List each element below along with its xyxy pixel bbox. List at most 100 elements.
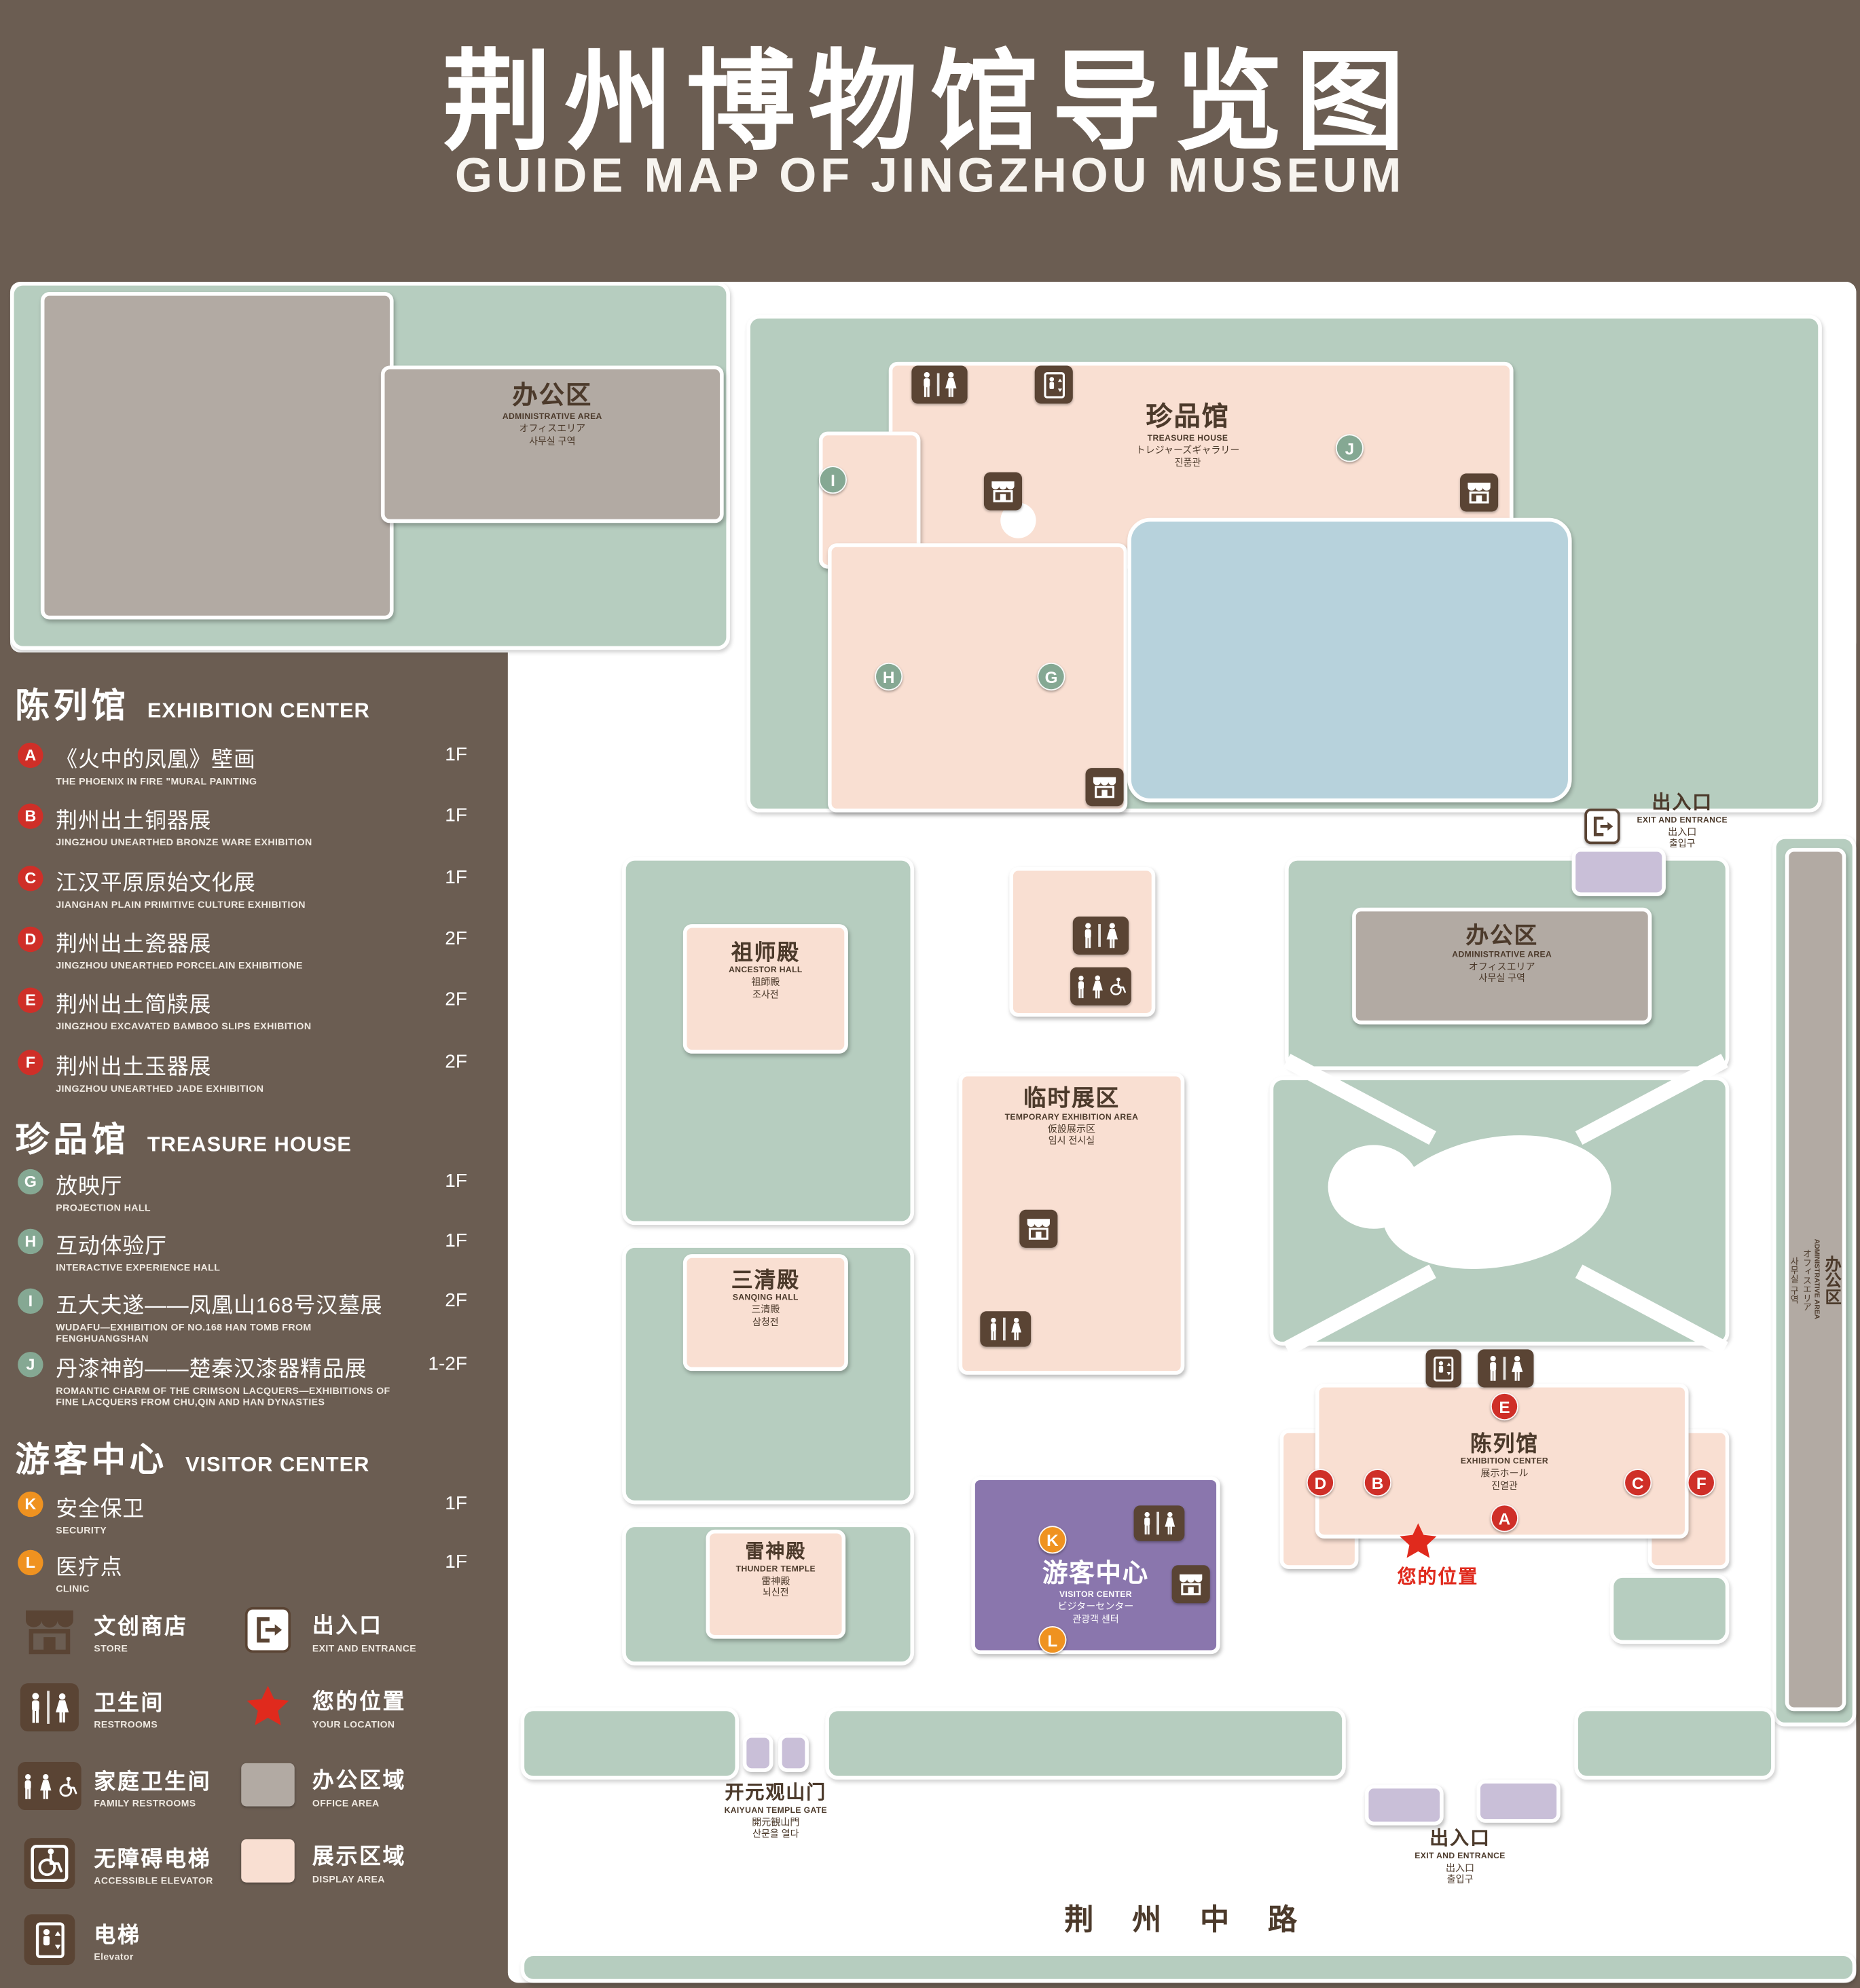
legend-item-k: K 安全保卫 SECURITY 1F — [18, 1490, 472, 1536]
store-icon — [18, 1607, 81, 1655]
display-area-swatch — [236, 1839, 299, 1883]
building-thunder-temple — [706, 1529, 846, 1639]
thunder-temple-label: 雷神殿 THUNDER TEMPLE 雷神殿 뇌신전 — [735, 1541, 816, 1599]
exit-east-label: 出入口 EXIT AND ENTRANCE 出入口 출입구 — [1637, 792, 1728, 850]
restrooms-icon — [18, 1683, 81, 1732]
restrooms-icon-central — [1072, 916, 1129, 955]
building-admin-east-strip — [1785, 847, 1846, 1712]
lawn-below-road — [520, 1952, 1857, 1983]
building-admin-northwest — [40, 292, 394, 620]
legend-item-d: D 荆州出土瓷器展 JINGZHOU UNEARTHED PORCELAIN E… — [18, 925, 472, 971]
pond — [1127, 517, 1572, 803]
legend-section-treasure-house: 珍品馆 TREASURE HOUSE — [15, 1120, 352, 1159]
page-subtitle: GUIDE MAP OF JINGZHOU MUSEUM — [454, 149, 1406, 204]
your-location-label: 您的位置 — [1397, 1566, 1479, 1588]
legend-item-c: C 江汉平原原始文化展 JIANGHAN PLAIN PRIMITIVE CUL… — [18, 864, 472, 910]
legend-marker-d: D — [18, 926, 43, 953]
garden-blob-path — [1328, 1145, 1420, 1229]
legend-item-a: A 《火中的凤凰》壁画 THE PHOENIX IN FIRE "MURAL P… — [18, 741, 472, 787]
page-title: 荆州博物馆导览图 — [442, 41, 1418, 164]
legend-marker-l: L — [18, 1549, 43, 1576]
elevator-icon-exhibition — [1425, 1349, 1461, 1388]
temporary-exhibition-label: 临时展区 TEMPORARY EXHIBITION AREA 仮設展示区 임시 … — [1004, 1085, 1139, 1147]
office-area-swatch — [236, 1763, 299, 1807]
legend-marker-f: F — [18, 1050, 43, 1075]
map-marker-h: H — [875, 662, 903, 691]
map-marker-c: C — [1624, 1469, 1652, 1497]
admin-east-label: 办公区 ADMINISTRATIVE AREA オフィスエリア 사무실 구역 — [1452, 923, 1552, 984]
admin-east-strip-label: 办公区 ADMINISTRATIVE AREA オフィスエリア 사무실 구역 — [1789, 1239, 1842, 1320]
restrooms-icon-exhibition — [1478, 1349, 1534, 1388]
legend-section-visitor-center: 游客中心 VISITOR CENTER — [15, 1440, 370, 1479]
legend-marker-b: B — [18, 803, 43, 829]
legend-item-i: I 五大夫遂——凤凰山168号汉墓展 WUDAFU—EXHIBITION OF … — [18, 1287, 472, 1344]
legend-marker-c: C — [18, 866, 43, 891]
store-icon-treasure-east — [1460, 473, 1499, 512]
restrooms-icon-visitor — [1133, 1505, 1185, 1541]
lawn-south-west — [520, 1707, 740, 1780]
building-ancestor-hall — [682, 924, 848, 1054]
map-marker-k: K — [1038, 1526, 1067, 1554]
treasure-house-label: 珍品馆 TREASURE HOUSE トレジャーズギャラリー 진품관 — [1135, 402, 1240, 468]
building-treasure-house-south — [827, 543, 1128, 813]
legend-item-g: G 放映厅 PROJECTION HALL 1F — [18, 1168, 472, 1213]
building-sanqing-hall — [682, 1254, 848, 1372]
lawn-south-east — [1574, 1707, 1775, 1780]
map-marker-i: I — [818, 466, 847, 494]
gate-pillar-east — [778, 1733, 809, 1772]
map-marker-g: G — [1037, 662, 1065, 691]
legend-item-b: B 荆州出土铜器展 JINGZHOU UNEARTHED BRONZE WARE… — [18, 803, 472, 848]
map-marker-d: D — [1306, 1469, 1334, 1497]
your-location-star-icon — [1399, 1523, 1437, 1566]
elevator-icon-treasure — [1034, 365, 1073, 404]
map-marker-e: E — [1490, 1392, 1519, 1421]
gate-pillar-west — [742, 1733, 773, 1772]
legend-item-j: J 丹漆神韵——楚秦汉漆器精品展 ROMANTIC CHARM OF THE C… — [18, 1350, 472, 1407]
legend-marker-e: E — [18, 987, 43, 1013]
restrooms-icon-treasure — [911, 365, 968, 404]
admin-northwest-label: 办公区 ADMINISTRATIVE AREA オフィスエリア 사무실 구역 — [502, 382, 602, 447]
exit-icon-east — [1584, 808, 1620, 845]
legend-item-e: E 荆州出土简牍展 JINGZHOU EXCAVATED BAMBOO SLIP… — [18, 987, 472, 1032]
legend-marker-g: G — [18, 1168, 43, 1195]
map-marker-l: L — [1038, 1625, 1067, 1655]
legend-marker-k: K — [18, 1491, 43, 1517]
map-marker-b: B — [1363, 1469, 1392, 1497]
exit-south-label: 出入口 EXIT AND ENTRANCE 出入口 출입구 — [1415, 1828, 1506, 1885]
lawn-south-center — [825, 1707, 1346, 1780]
accessible-elevator-icon — [18, 1838, 81, 1889]
elevator-icon — [18, 1914, 81, 1966]
exhibition-center-label: 陈列馆 EXHIBITION CENTER 展示ホール 진열관 — [1460, 1431, 1549, 1492]
visitor-center-label: 游客中心 VISITOR CENTER ビジターセンター 관광객 센터 — [1042, 1560, 1149, 1625]
building-admin-northwest-annex — [380, 365, 724, 523]
map-marker-f: F — [1687, 1469, 1715, 1497]
family-restroom-icon-central — [1070, 967, 1131, 1006]
ancestor-hall-label: 祖师殿 ANCESTOR HALL 祖師殿 조사전 — [729, 940, 803, 1000]
store-icon-temporary — [1019, 1209, 1058, 1248]
lawn-exhibition-se — [1609, 1574, 1730, 1644]
store-icon-treasure-south — [1085, 768, 1124, 807]
south-entrance-block-east — [1476, 1780, 1561, 1823]
legend-item-l: L 医疗点 CLINIC 1F — [18, 1549, 472, 1594]
store-icon-treasure-west — [983, 472, 1023, 511]
legend-section-exhibition-center: 陈列馆 EXHIBITION CENTER — [15, 686, 370, 725]
south-entrance-block-west — [1364, 1784, 1444, 1826]
legend-marker-i: I — [18, 1288, 43, 1314]
building-admin-east — [1352, 907, 1652, 1025]
gate-label: 开元观山门 KAIYUAN TEMPLE GATE 開元観山門 산문을 열다 — [724, 1782, 828, 1840]
sanqing-hall-label: 三清殿 SANQING HALL 三清殿 삼청전 — [731, 1268, 800, 1328]
store-icon-visitor — [1171, 1565, 1210, 1604]
legend-marker-h: H — [18, 1228, 43, 1255]
legend-marker-j: J — [18, 1352, 43, 1378]
your-location-icon — [236, 1686, 299, 1727]
